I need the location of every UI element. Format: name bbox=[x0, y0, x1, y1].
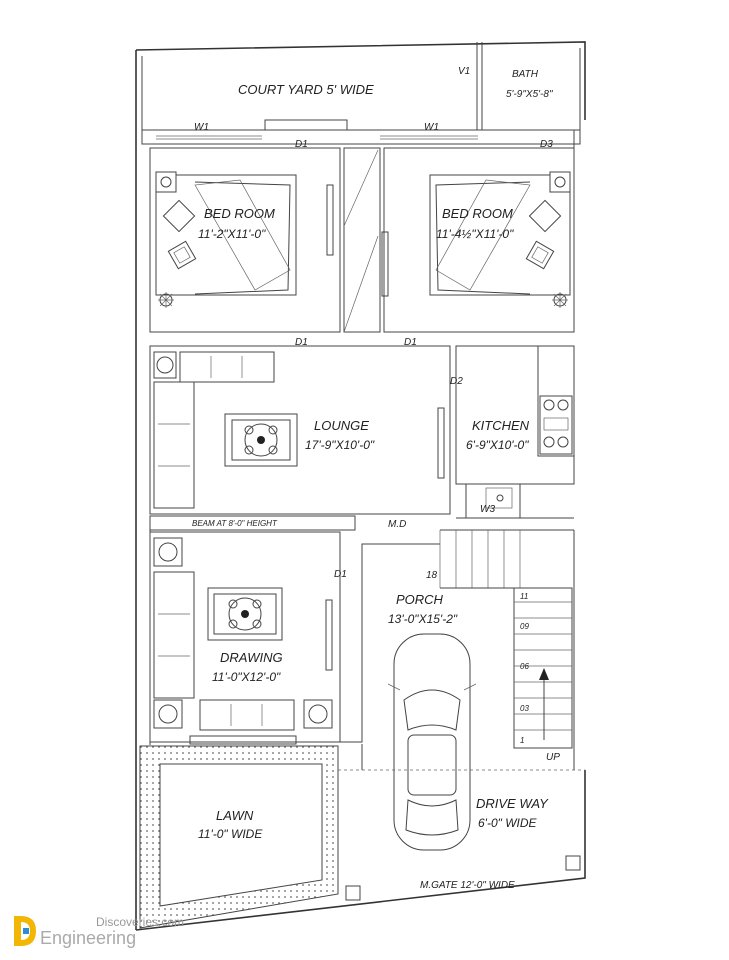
beam-label: BEAM AT 8'-0" HEIGHT bbox=[192, 519, 278, 528]
door-leaf bbox=[381, 231, 389, 297]
sofa-bottom bbox=[199, 699, 295, 731]
kitchen-dim: 6'-9"X10'-0" bbox=[466, 438, 529, 452]
up-arrow-icon bbox=[539, 668, 549, 680]
d1-mid-left-label: D1 bbox=[295, 337, 308, 348]
stair-up-label: UP bbox=[546, 752, 560, 763]
stair-step-label: 03 bbox=[520, 704, 529, 713]
d2-label: D2 bbox=[450, 376, 463, 387]
sink bbox=[465, 483, 521, 519]
sofa-top bbox=[179, 351, 275, 383]
d3-label: D3 bbox=[540, 139, 553, 150]
chair-right bbox=[528, 199, 562, 233]
stair-step-label: 09 bbox=[520, 622, 529, 631]
sofa-side bbox=[153, 571, 195, 699]
outer-walls bbox=[135, 41, 586, 931]
bedroom-right-walls bbox=[383, 130, 575, 333]
car-icon bbox=[387, 633, 477, 851]
courtyard-label: COURT YARD 5' WIDE bbox=[238, 82, 374, 97]
porch-dim: 13'-0"X15'-2" bbox=[388, 612, 458, 626]
stair-step-label: 06 bbox=[520, 662, 529, 671]
w1-right-label: W1 bbox=[424, 122, 439, 133]
bath-label: BATH bbox=[512, 69, 539, 80]
brand-watermark: Discoveries.com Engineering bbox=[4, 910, 214, 956]
bedroom-left-name: BED ROOM bbox=[204, 206, 275, 221]
plant-icon bbox=[552, 292, 568, 308]
gate-label: M.GATE 12'-0" WIDE bbox=[420, 880, 515, 891]
chair-left bbox=[162, 199, 196, 233]
plant-icon bbox=[158, 292, 174, 308]
bed-right bbox=[429, 174, 571, 296]
door-leaf bbox=[325, 599, 333, 671]
door-leaf bbox=[437, 407, 445, 479]
drawing-name: DRAWING bbox=[220, 650, 283, 665]
bedroom-right-dim: 11'-4½"X11'-0" bbox=[436, 227, 514, 241]
corridor bbox=[326, 147, 389, 333]
bedroom-left-walls bbox=[149, 147, 341, 333]
lawn-dim: 11'-0" WIDE bbox=[198, 827, 263, 841]
porch-walls bbox=[340, 529, 575, 770]
lounge-dim: 17'-9"X10'-0" bbox=[305, 438, 375, 452]
staircase bbox=[513, 587, 573, 749]
de-logo-icon bbox=[14, 916, 36, 946]
courtyard-wall bbox=[141, 119, 581, 145]
stove-icon bbox=[539, 395, 573, 455]
d1-drawing-label: D1 bbox=[334, 569, 347, 580]
stair-step-label: 11 bbox=[520, 592, 528, 601]
driveway-dim: 6'-0" WIDE bbox=[478, 816, 538, 830]
md-label: M.D bbox=[388, 519, 406, 530]
w1-left-label: W1 bbox=[194, 122, 209, 133]
w3-label: W3 bbox=[480, 504, 495, 515]
d1-top-label: D1 bbox=[295, 139, 308, 150]
drawing-walls bbox=[149, 531, 341, 745]
driveway-name: DRIVE WAY bbox=[476, 796, 549, 811]
lounge-name: LOUNGE bbox=[314, 418, 369, 433]
porch-name: PORCH bbox=[396, 592, 444, 607]
sofa-side bbox=[153, 381, 195, 509]
bath-dim: 5'-9"X5'-8" bbox=[506, 89, 553, 100]
stair-step-label: 1 bbox=[520, 736, 524, 745]
kitchen-walls bbox=[455, 345, 575, 519]
v1-label: V1 bbox=[458, 66, 470, 77]
center-table bbox=[207, 587, 283, 641]
bed-left bbox=[155, 174, 297, 296]
lawn-name: LAWN bbox=[216, 808, 254, 823]
lounge-walls bbox=[149, 345, 451, 515]
brand-bottom-text: Engineering bbox=[40, 928, 137, 948]
door-leaf bbox=[326, 184, 334, 256]
kitchen-name: KITCHEN bbox=[472, 418, 530, 433]
step-count-label: 18 bbox=[426, 570, 438, 581]
center-table bbox=[224, 413, 298, 467]
drawing-dim: 11'-0"X12'-0" bbox=[212, 670, 281, 684]
bedroom-right-name: BED ROOM bbox=[442, 206, 513, 221]
d1-mid-right-label: D1 bbox=[404, 337, 417, 348]
bedroom-left-dim: 11'-2"X11'-0" bbox=[198, 227, 266, 241]
lawn-area bbox=[139, 745, 339, 929]
brand-top-text: Discoveries.com bbox=[96, 915, 185, 929]
